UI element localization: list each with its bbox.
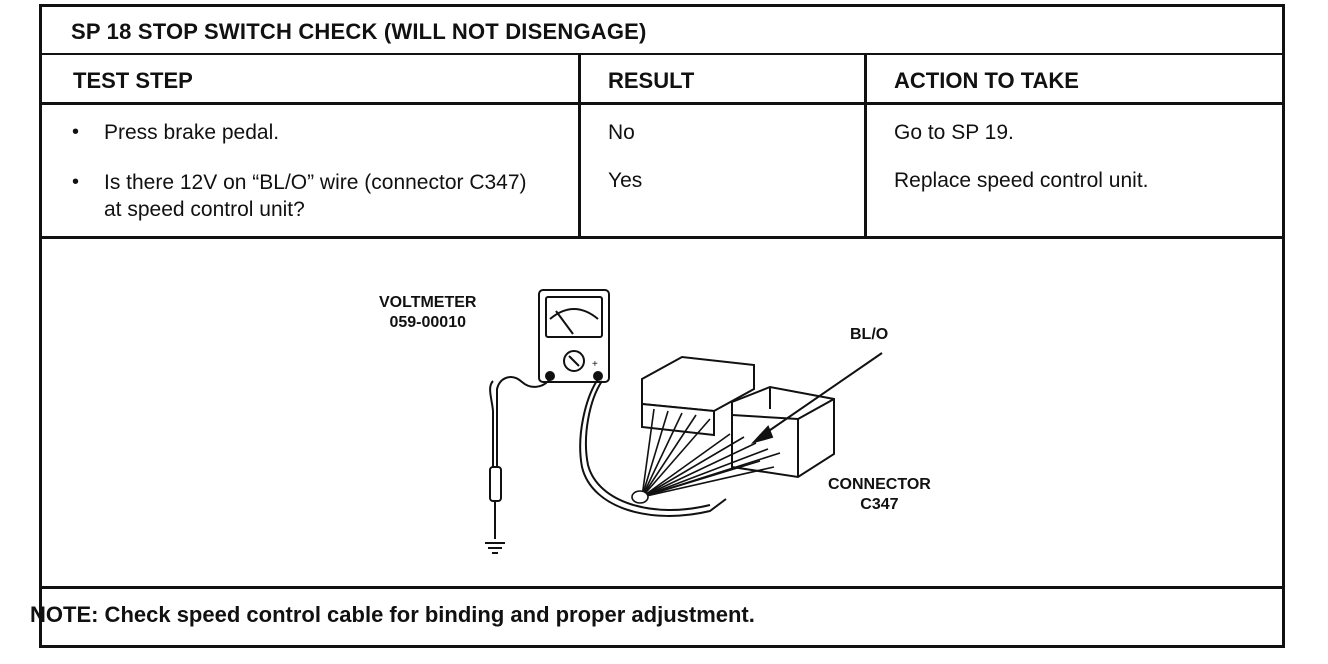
title-row: SP 18 STOP SWITCH CHECK (WILL NOT DISENG… [42, 7, 1282, 55]
connector-label-id: C347 [860, 496, 899, 513]
column-divider [864, 55, 867, 239]
voltmeter-label-part-number: 059-00010 [389, 314, 466, 331]
wire-bundle [631, 408, 781, 504]
test-procedure-card: SP 18 STOP SWITCH CHECK (WILL NOT DISENG… [39, 4, 1285, 648]
test-step-item: • Is there 12V on “BL/O” wire (connector… [72, 169, 534, 223]
header-test-step: TEST STEP [73, 68, 193, 93]
page-title: SP 18 STOP SWITCH CHECK (WILL NOT DISENG… [71, 19, 647, 44]
ground-probe-lead [485, 376, 551, 554]
voltmeter-icon: + [538, 289, 610, 383]
column-divider [578, 55, 581, 239]
bullet: • [72, 171, 80, 193]
voltmeter-label: VOLTMETER 059-00010 [379, 293, 476, 333]
voltmeter-label-name: VOLTMETER [379, 294, 477, 311]
header-action: ACTION TO TAKE [894, 68, 1079, 93]
result-cell: No [608, 121, 635, 144]
table-header-row: TEST STEP RESULT ACTION TO TAKE [42, 55, 1282, 105]
note-text: NOTE: Check speed control cable for bind… [30, 602, 755, 627]
test-step-text: Is there 12V on “BL/O” wire (connector C… [104, 171, 527, 221]
connector-label: CONNECTOR C347 [828, 475, 931, 515]
voltmeter-connector-diagram: + [485, 289, 883, 554]
table-body: • Press brake pedal. • Is there 12V on “… [42, 105, 1282, 239]
wiring-illustration: + [42, 239, 1282, 589]
bullet: • [72, 121, 80, 143]
bl-o-pointer-arrow [750, 352, 883, 444]
action-cell: Go to SP 19. [894, 121, 1014, 144]
connector-icon [641, 355, 835, 479]
test-step-item: • Press brake pedal. [72, 119, 534, 146]
test-step-text: Press brake pedal. [104, 121, 280, 144]
header-result: RESULT [608, 68, 695, 93]
wire-label: BL/O [850, 326, 889, 343]
svg-text:+: + [592, 359, 598, 370]
result-cell: Yes [608, 169, 643, 192]
action-cell: Replace speed control unit. [894, 169, 1149, 192]
positive-probe-lead [579, 378, 727, 517]
connector-label-name: CONNECTOR [828, 476, 931, 493]
